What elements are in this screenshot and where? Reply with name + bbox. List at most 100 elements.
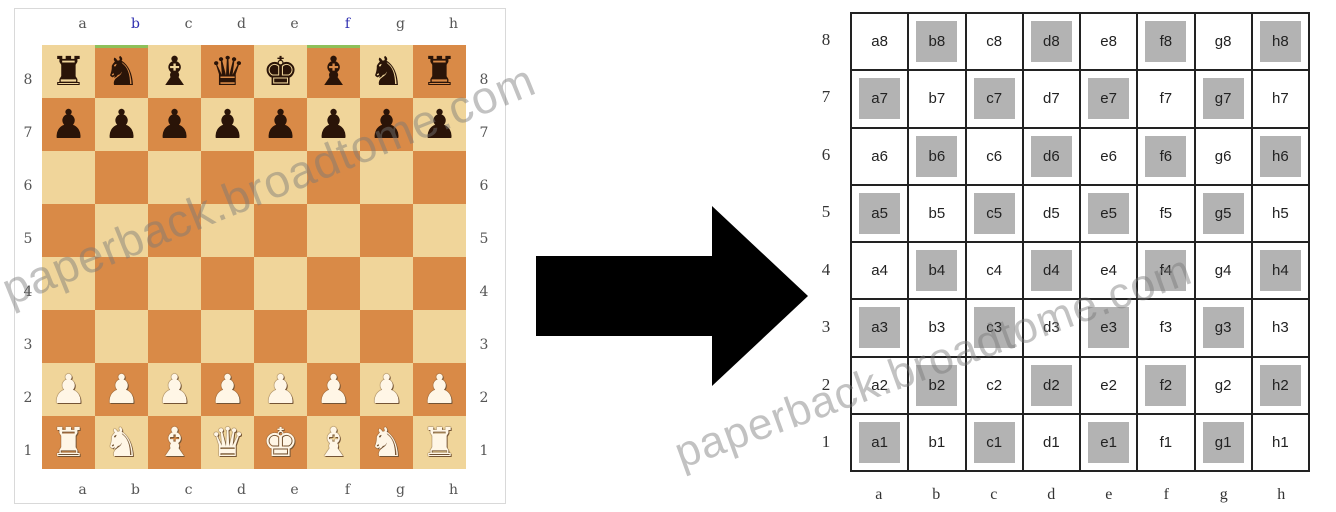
grid-cell-label: f5 [1145,193,1186,234]
board-square-g5 [360,204,413,257]
grid-file-label: f [1156,486,1176,504]
chess-board: ♜♞♝♛♚♝♞♜♟♟♟♟♟♟♟♟♟♟♟♟♟♟♟♟♜♞♝♛♚♝♞♜ [42,45,466,469]
board-square-e6 [254,151,307,204]
grid-cell: f6 [1138,129,1193,184]
grid-cell-label: e3 [1088,307,1129,348]
grid-rank-label: 1 [816,432,836,452]
highlight-mark [95,45,148,48]
black-piece-r: ♜ [51,52,87,92]
grid-rank-label: 4 [816,260,836,280]
grid-cell: b2 [909,358,964,413]
grid-cell: b7 [909,71,964,126]
board-file-label-bottom: a [73,480,93,500]
board-file-label-top: f [338,14,358,34]
board-rank-label-left: 4 [18,282,38,302]
board-square-g1: ♞ [360,416,413,469]
black-piece-p: ♟ [210,105,246,145]
black-piece-p: ♟ [316,105,352,145]
grid-cell: d4 [1024,243,1079,298]
grid-cell-label: c3 [974,307,1015,348]
grid-cell-label: b3 [916,307,957,348]
grid-cell: e1 [1081,415,1136,470]
board-square-f6 [307,151,360,204]
board-rank-label-left: 2 [18,388,38,408]
grid-cell-label: a5 [859,193,900,234]
grid-cell: h5 [1253,186,1308,241]
grid-cell-label: d3 [1031,307,1072,348]
board-square-g8: ♞ [360,45,413,98]
board-square-d6 [201,151,254,204]
grid-cell-label: f4 [1145,250,1186,291]
white-piece-p: ♟ [104,370,140,410]
grid-cell-label: h5 [1260,193,1301,234]
grid-cell: a1 [852,415,907,470]
board-rank-label-right: 7 [474,123,494,143]
grid-cell-label: f2 [1145,365,1186,406]
grid-cell: c6 [967,129,1022,184]
board-square-c6 [148,151,201,204]
board-rank-label-left: 6 [18,176,38,196]
grid-file-label: g [1214,486,1234,504]
board-square-g4 [360,257,413,310]
board-rank-label-right: 6 [474,176,494,196]
grid-cell: h7 [1253,71,1308,126]
board-file-label-top: a [73,14,93,34]
white-piece-b: ♝ [316,423,352,463]
grid-cell-label: d2 [1031,365,1072,406]
board-square-a4 [42,257,95,310]
grid-cell: g8 [1196,14,1251,69]
grid-cell-label: c2 [974,365,1015,406]
board-square-a1: ♜ [42,416,95,469]
grid-cell: g7 [1196,71,1251,126]
black-piece-p: ♟ [51,105,87,145]
grid-cell: a8 [852,14,907,69]
black-piece-q: ♛ [210,52,246,92]
board-file-label-bottom: b [126,480,146,500]
grid-cell-label: g4 [1203,250,1244,291]
board-square-h3 [413,310,466,363]
grid-cell: h2 [1253,358,1308,413]
board-square-c5 [148,204,201,257]
grid-cell-label: d7 [1031,78,1072,119]
grid-cell: a5 [852,186,907,241]
board-square-d4 [201,257,254,310]
board-file-label-bottom: e [285,480,305,500]
grid-cell-label: g8 [1203,21,1244,62]
grid-cell: g4 [1196,243,1251,298]
board-square-d5 [201,204,254,257]
grid-cell: e3 [1081,300,1136,355]
board-rank-label-left: 8 [18,70,38,90]
board-file-label-bottom: c [179,480,199,500]
grid-cell: c4 [967,243,1022,298]
black-piece-p: ♟ [157,105,193,145]
board-square-g2: ♟ [360,363,413,416]
board-square-a5 [42,204,95,257]
board-square-c7: ♟ [148,98,201,151]
highlight-mark [307,45,360,48]
grid-rank-label: 2 [816,375,836,395]
grid-cell: g5 [1196,186,1251,241]
board-square-b7: ♟ [95,98,148,151]
grid-cell-label: b7 [916,78,957,119]
grid-file-label: b [926,486,946,504]
grid-rank-label: 5 [816,202,836,222]
grid-cell: f5 [1138,186,1193,241]
board-square-f5 [307,204,360,257]
board-square-f3 [307,310,360,363]
board-square-c1: ♝ [148,416,201,469]
grid-cell-label: e5 [1088,193,1129,234]
grid-cell: f7 [1138,71,1193,126]
grid-cell: e6 [1081,129,1136,184]
grid-cell-label: a3 [859,307,900,348]
black-piece-k: ♚ [263,52,299,92]
grid-cell: b4 [909,243,964,298]
black-piece-p: ♟ [263,105,299,145]
board-square-g3 [360,310,413,363]
grid-cell: d1 [1024,415,1079,470]
grid-cell-label: f8 [1145,21,1186,62]
board-square-e1: ♚ [254,416,307,469]
board-file-label-bottom: d [232,480,252,500]
grid-cell: b8 [909,14,964,69]
board-square-b8: ♞ [95,45,148,98]
board-file-label-bottom: f [338,480,358,500]
